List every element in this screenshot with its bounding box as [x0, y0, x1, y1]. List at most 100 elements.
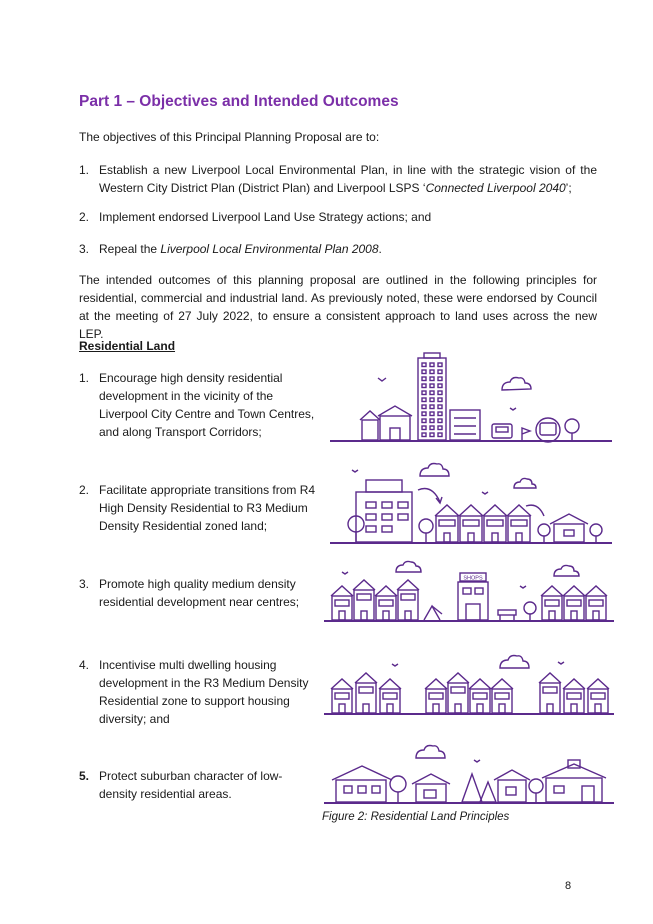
tree-icon [523, 601, 537, 620]
townhouse-icon [562, 678, 586, 714]
townhouse-icon [330, 585, 354, 621]
window-icon [429, 362, 435, 368]
apartment-icon [355, 479, 413, 543]
principle-number: 1. [79, 371, 90, 385]
tree-icon [418, 518, 434, 542]
townhouse-icon [584, 585, 608, 621]
window-icon [429, 397, 435, 403]
window-icon [437, 362, 443, 368]
principle-item: Protect suburban character of low-densit… [99, 769, 283, 801]
window-icon [429, 383, 435, 389]
window-icon [421, 362, 427, 368]
cloud-icon [395, 560, 422, 573]
townhouse-icon [458, 504, 484, 543]
townhouse-icon [490, 678, 514, 714]
objective-item: Implement endorsed Liverpool Land Use St… [99, 210, 432, 224]
window-icon [421, 376, 427, 382]
figure-caption: Figure 2: Residential Land Principles [322, 811, 510, 823]
cloud-icon [419, 462, 450, 477]
pine-tree-icon [461, 771, 498, 803]
window-icon [437, 432, 443, 438]
townhouse-icon [374, 585, 398, 621]
window-icon [437, 418, 443, 424]
window-icon [429, 369, 435, 375]
principle-number: 4. [79, 658, 90, 672]
townhouse-row [330, 672, 610, 714]
townhouse-icon [330, 678, 354, 714]
bench-icon [497, 609, 517, 620]
train-icon [535, 417, 561, 443]
townhouse-icon [396, 579, 420, 621]
window-icon [429, 404, 435, 410]
tree-icon [528, 778, 544, 802]
tree-icon [389, 775, 407, 802]
window-icon [437, 376, 443, 382]
principle-item: Facilitate appropriate transitions from … [99, 483, 316, 533]
cloud-icon [415, 744, 446, 759]
house-icon [493, 769, 531, 803]
bird-icon [473, 759, 481, 763]
cloud-icon [513, 477, 537, 489]
bird-icon [509, 407, 517, 411]
objective-number: 1. [79, 163, 90, 177]
window-icon [437, 397, 443, 403]
window-icon [437, 390, 443, 396]
objective-text: Establish a new Liverpool Local Environm… [99, 163, 597, 195]
townhouse-row [330, 579, 420, 621]
townhouse-icon [506, 504, 532, 543]
principle-number: 3. [79, 577, 90, 591]
house-icon [359, 405, 413, 441]
objective-text-italic: Liverpool Local Environmental Plan 2008 [160, 242, 379, 256]
objective-text-end: ’; [565, 181, 572, 195]
objective-text: Repeal the [99, 242, 161, 256]
objective-number: 2. [79, 210, 90, 224]
window-icon [429, 432, 435, 438]
objective-text-italic: Connected Liverpool 2040 [425, 181, 566, 195]
townhouse-icon [586, 678, 610, 714]
arrow-icon [525, 504, 545, 517]
townhouse-icon [538, 672, 562, 714]
cloud-icon [499, 654, 530, 669]
multi-dwelling-illustration [324, 654, 614, 715]
window-icon [437, 383, 443, 389]
objective-text-end: . [378, 242, 382, 256]
principle-item: Encourage high density residential devel… [99, 371, 315, 439]
bus-icon [491, 423, 513, 439]
bird-icon [341, 571, 349, 575]
page-heading: Part 1 – Objectives and Intended Outcome… [79, 93, 399, 110]
townhouse-icon [378, 678, 402, 714]
tree-icon [589, 523, 603, 542]
outcomes-paragraph: The intended outcomes of this planning p… [79, 273, 597, 341]
medium-density-illustration: SHOPS [324, 560, 614, 622]
house-icon [411, 773, 451, 803]
playground-icon [423, 604, 443, 621]
window-icon [429, 376, 435, 382]
townhouse-icon [424, 678, 448, 714]
cloud-icon [553, 564, 580, 577]
townhouse-icon [354, 672, 378, 714]
townhouse-icon [540, 585, 564, 621]
bird-icon [351, 469, 359, 473]
shop-icon: SHOPS [457, 572, 489, 621]
townhouse-icon [468, 678, 492, 714]
bird-icon [391, 663, 399, 667]
window-icon [429, 425, 435, 431]
window-icon [421, 432, 427, 438]
tree-icon [564, 418, 580, 440]
townhouse-icon [352, 579, 376, 621]
house-icon [549, 513, 589, 543]
window-icon [437, 425, 443, 431]
window-icon [421, 397, 427, 403]
principle-number: 5. [79, 769, 90, 783]
bird-icon [557, 661, 565, 665]
townhouse-row [434, 504, 532, 543]
window-icon [421, 369, 427, 375]
objective-item: Repeal the Liverpool Local Environmental… [99, 240, 597, 258]
house-icon [541, 759, 607, 803]
principle-number: 2. [79, 483, 90, 497]
window-icon [437, 404, 443, 410]
transition-illustration [330, 462, 612, 544]
window-icon [437, 369, 443, 375]
flag-icon [521, 426, 532, 440]
bird-icon [481, 491, 489, 495]
